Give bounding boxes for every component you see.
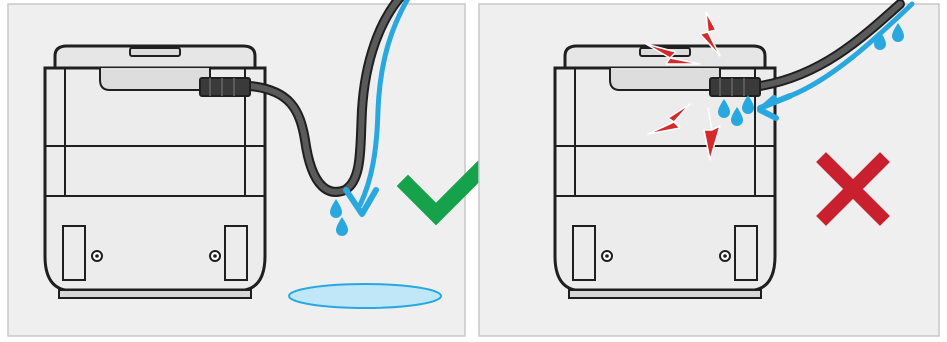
connector-left <box>200 78 250 96</box>
panel-correct <box>8 0 492 336</box>
water-puddle <box>289 284 441 308</box>
panel-incorrect <box>479 4 939 336</box>
connector-right <box>710 78 760 96</box>
